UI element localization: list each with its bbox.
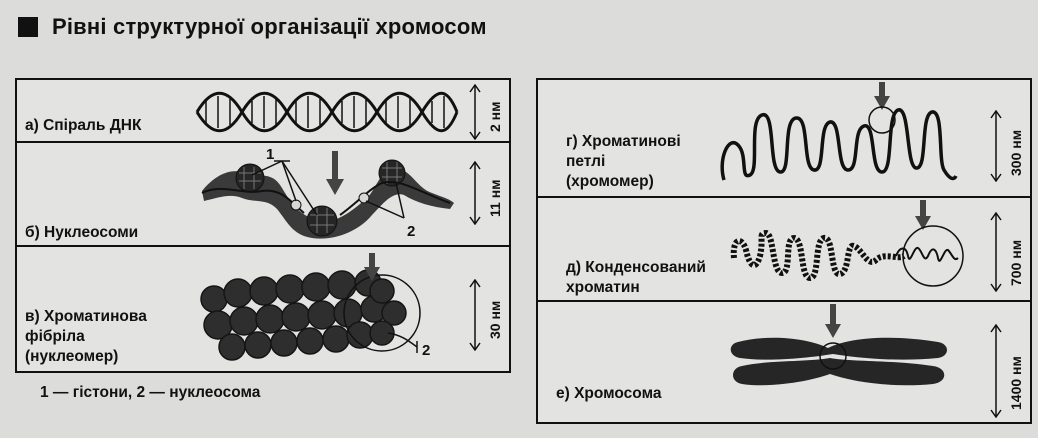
scale-chromosome: 1400 нм bbox=[986, 324, 1028, 418]
scale-arrow-icon bbox=[469, 279, 481, 351]
label-nucleosomes: б) Нуклеосоми bbox=[25, 224, 139, 241]
legend: 1 — гістони, 2 — нуклеосома bbox=[40, 384, 261, 401]
scale-value: 30 нм bbox=[487, 300, 503, 339]
nucleosomes-illustration: 1 2 bbox=[201, 146, 454, 240]
scale-arrow-icon bbox=[469, 84, 481, 140]
condensed-chromatin-illustration bbox=[730, 200, 964, 287]
title-bullet-square bbox=[18, 17, 38, 37]
page-title: Рівні структурної організації хромосом bbox=[52, 14, 487, 39]
row-condensed-chromatin: д) Конденсований хроматин 700 нм bbox=[538, 198, 1030, 302]
scale-value: 700 нм bbox=[1008, 239, 1024, 286]
scale-arrow-icon bbox=[990, 212, 1002, 292]
label-chromatin-fibril: в) Хроматинова фібріла (нуклеомер) bbox=[25, 308, 147, 365]
scale-arrow-icon bbox=[469, 161, 481, 225]
scale-value: 2 нм bbox=[487, 101, 503, 133]
row-dna-helix: а) Спіраль ДНК 2 нм bbox=[17, 80, 509, 143]
scale-condensed-chromatin: 700 нм bbox=[986, 212, 1028, 292]
callout-nucleosome-fibril: 2 bbox=[422, 342, 430, 359]
scale-arrow-icon bbox=[990, 110, 1002, 182]
label-dna-helix: а) Спіраль ДНК bbox=[25, 117, 142, 134]
chromatin-fibril-illustration: 2 bbox=[200, 253, 430, 361]
title-block: Рівні структурної організації хромосом bbox=[18, 14, 487, 40]
scale-chromatin-fibril: 30 нм bbox=[465, 279, 507, 351]
left-panel: а) Спіраль ДНК 2 нм б) Нуклеосоми bbox=[15, 78, 511, 373]
chromosome-illustration bbox=[730, 304, 947, 386]
scale-value: 11 нм bbox=[487, 179, 503, 217]
label-chromosome: е) Хромосома bbox=[556, 385, 662, 402]
row-nucleosomes: б) Нуклеосоми 1 2 11 bbox=[17, 143, 509, 247]
label-condensed-chromatin: д) Конденсований хроматин bbox=[566, 259, 706, 296]
row-chromatin-fibril: в) Хроматинова фібріла (нуклеомер) 2 30 … bbox=[17, 247, 509, 371]
dna-helix-illustration bbox=[195, 91, 459, 133]
right-panel: г) Хроматинові петлі (хромомер) 300 нм д… bbox=[536, 78, 1032, 424]
callout-nucleosome: 2 bbox=[407, 223, 415, 240]
scale-value: 300 нм bbox=[1008, 129, 1024, 176]
scale-nucleosomes: 11 нм bbox=[465, 161, 507, 225]
label-chromatin-loops: г) Хроматинові петлі (хромомер) bbox=[566, 133, 681, 190]
scale-arrow-icon bbox=[990, 324, 1002, 418]
scale-chromatin-loops: 300 нм bbox=[986, 110, 1028, 182]
scale-dna-helix: 2 нм bbox=[465, 84, 507, 140]
row-chromatin-loops: г) Хроматинові петлі (хромомер) 300 нм bbox=[538, 80, 1030, 198]
scale-value: 1400 нм bbox=[1008, 356, 1024, 410]
callout-histones: 1 bbox=[266, 146, 274, 163]
row-chromosome: е) Хромосома 1400 нм bbox=[538, 302, 1030, 422]
chromatin-loops-illustration bbox=[720, 82, 958, 181]
